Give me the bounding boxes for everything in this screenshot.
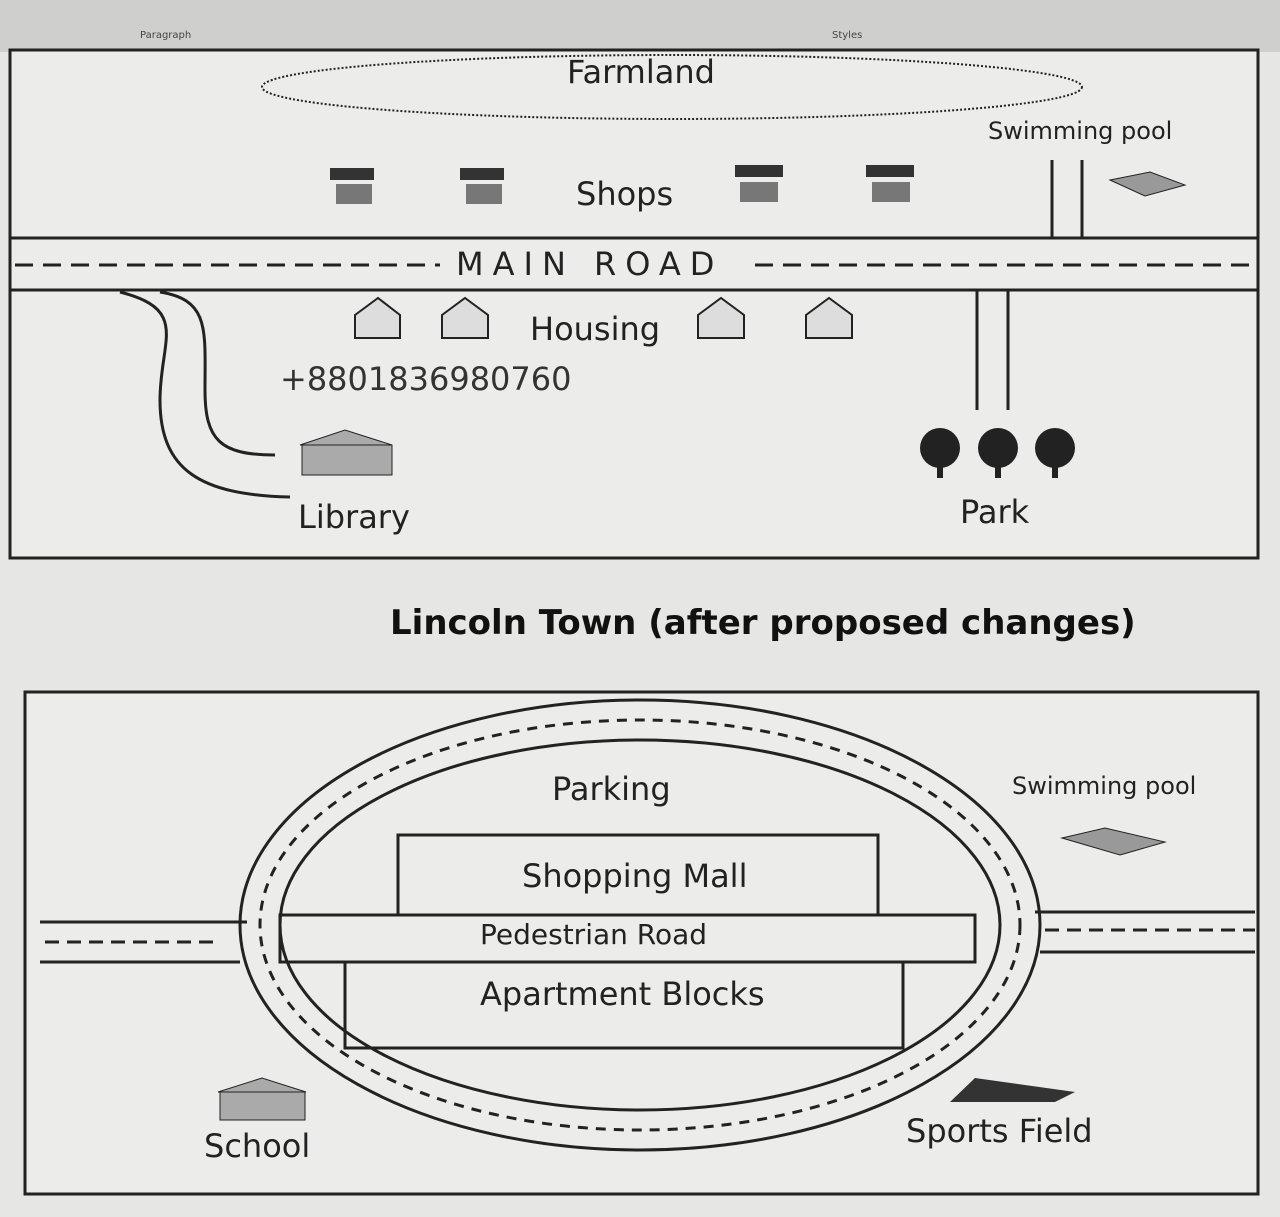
shop-icon xyxy=(735,165,783,202)
shopping-mall-block xyxy=(396,833,880,917)
map-before-frame xyxy=(8,48,1260,560)
park-trees-icon xyxy=(920,428,1075,478)
farmland-label: Farmland xyxy=(567,53,715,91)
shops-label: Shops xyxy=(576,175,674,213)
house-icon xyxy=(354,296,401,339)
swimming-pool-icon xyxy=(1060,827,1167,856)
ribbon-styles-label[interactable]: Styles xyxy=(832,30,863,41)
shop-icon xyxy=(330,168,374,204)
housing-label: Housing xyxy=(530,310,661,348)
sports-field-icon xyxy=(950,1078,1075,1102)
shop-icon xyxy=(866,165,914,202)
house-icon xyxy=(805,296,853,339)
sports-field-label: Sports Field xyxy=(906,1112,1093,1150)
page-title: Lincoln Town (after proposed changes) xyxy=(390,603,1136,643)
phone-number-text: +8801836980760 xyxy=(280,360,572,398)
shop-icons xyxy=(330,165,914,204)
house-icon xyxy=(441,296,489,339)
farmland-area xyxy=(261,54,1083,120)
apartment-blocks-block xyxy=(343,960,905,1050)
school-icon xyxy=(217,1077,307,1121)
shop-icon xyxy=(460,168,504,204)
swimming-pool-label: Swimming pool xyxy=(988,117,1173,145)
ring-road-outer xyxy=(238,698,1042,1152)
school-label: School xyxy=(204,1127,311,1165)
library-label: Library xyxy=(298,498,410,536)
library-icon xyxy=(299,429,393,476)
house-icons xyxy=(354,296,853,339)
main-road-label: MAIN ROAD xyxy=(452,245,728,283)
pedestrian-road-label: Pedestrian Road xyxy=(480,918,708,951)
ring-road-centerline xyxy=(258,718,1022,1132)
library-road xyxy=(159,290,276,457)
library-road xyxy=(119,290,291,499)
shopping-mall-label: Shopping Mall xyxy=(522,857,748,895)
swimming-pool-label: Swimming pool xyxy=(1012,772,1197,800)
apartment-blocks-label: Apartment Blocks xyxy=(480,975,765,1013)
parking-label: Parking xyxy=(552,770,671,808)
house-icon xyxy=(697,296,745,339)
ribbon-paragraph-label[interactable]: Paragraph xyxy=(140,30,192,41)
park-label: Park xyxy=(960,493,1030,531)
swimming-pool-icon xyxy=(1108,171,1187,197)
